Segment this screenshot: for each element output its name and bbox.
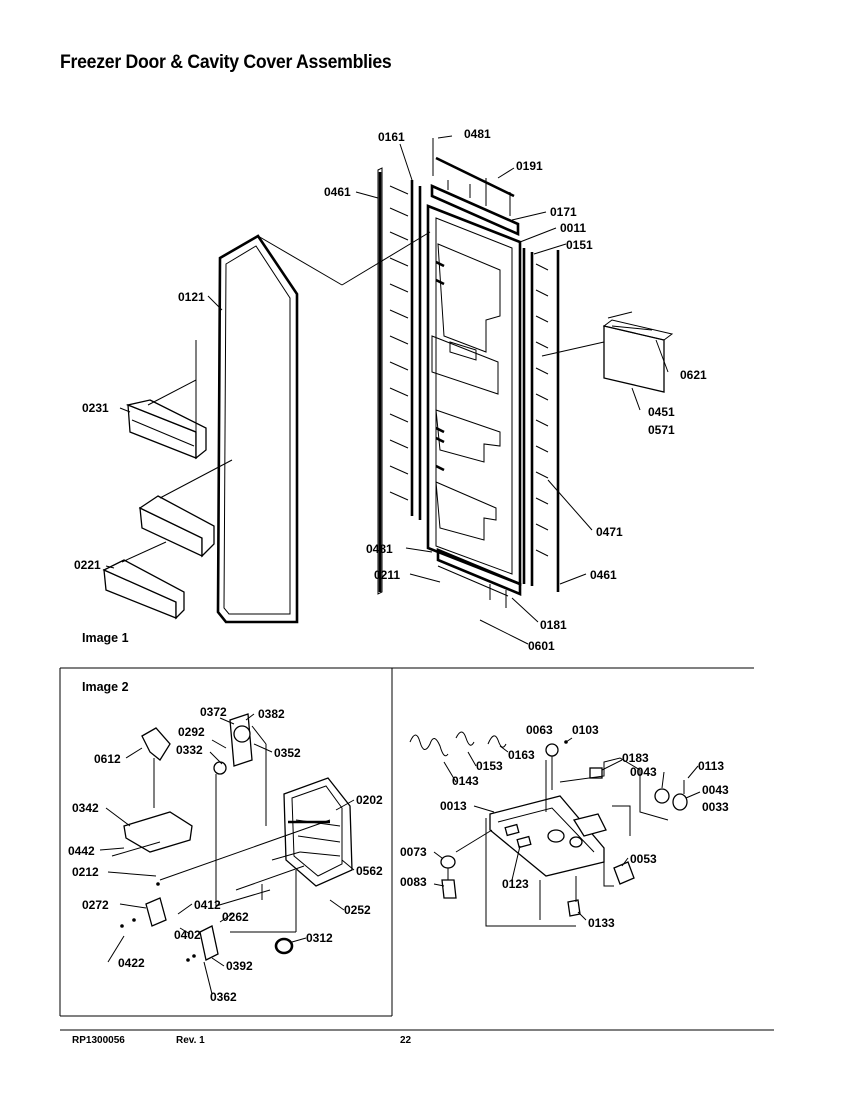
image-2-part-labels: 0372 0382 0292 0612 0332 0352 0342 0202 …: [68, 705, 383, 1004]
footer-doc-number: RP1300056: [72, 1035, 125, 1046]
part-label: 0083: [400, 875, 427, 889]
part-label: 0402: [174, 928, 201, 942]
part-label: 0252: [344, 903, 371, 917]
part-label: 0181: [540, 618, 567, 632]
part-label: 0103: [572, 723, 599, 737]
part-label: 0481: [464, 127, 491, 141]
part-label: 0471: [596, 525, 623, 539]
door-shelf-middle: [138, 459, 233, 558]
part-label: 0202: [356, 793, 383, 807]
part-label: 0612: [94, 752, 121, 766]
part-label: 0183: [622, 751, 649, 765]
part-label: 0191: [516, 159, 543, 173]
part-label: 0272: [82, 898, 109, 912]
door-shelf-0231: [125, 379, 207, 460]
part-label: 0123: [502, 877, 529, 891]
part-label: 0392: [226, 959, 253, 973]
part-label: 0171: [550, 205, 577, 219]
part-label: 0451: [648, 405, 675, 419]
part-label: 0601: [528, 639, 555, 653]
image-2-label: Image 2: [82, 680, 129, 694]
image-3-part-labels: 0063 0103 0163 0153 0143 0183 0043 0113 …: [400, 723, 729, 930]
part-label: 0013: [440, 799, 467, 813]
part-label: 0011: [560, 221, 586, 235]
image-2-right-illustration: [409, 731, 701, 927]
part-label: 0113: [698, 759, 724, 773]
part-label: 0121: [178, 290, 205, 304]
image-1-illustration: [102, 135, 674, 645]
screw-column-right: [535, 263, 549, 557]
part-label: 0562: [356, 864, 383, 878]
control-module: [541, 311, 674, 393]
part-label: 0412: [194, 898, 221, 912]
part-label: 0053: [630, 852, 657, 866]
part-label: 0143: [452, 774, 479, 788]
part-label: 0221: [74, 558, 101, 572]
part-label: 0163: [508, 748, 535, 762]
part-label: 0621: [680, 368, 707, 382]
part-label: 0571: [648, 423, 675, 437]
part-label: 0461: [324, 185, 351, 199]
part-label: 0342: [72, 801, 99, 815]
footer-revision: Rev. 1: [176, 1035, 205, 1046]
image-1-leaders: [105, 135, 669, 645]
part-label: 0312: [306, 931, 333, 945]
part-label: 0422: [118, 956, 145, 970]
part-label: 0153: [476, 759, 503, 773]
image-1-label: Image 1: [82, 631, 129, 645]
part-label: 0161: [378, 130, 405, 144]
part-label: 0231: [82, 401, 109, 415]
part-label: 0292: [178, 725, 205, 739]
image-1-part-labels: 0161 0481 0191 0461 0171 0011 0151 0121 …: [74, 127, 707, 653]
part-label: 0332: [176, 743, 203, 757]
part-label: 0362: [210, 990, 237, 1004]
footer-page-number: 22: [400, 1035, 412, 1046]
part-label: 0043: [630, 765, 657, 779]
door-shelf-0221: [102, 541, 185, 620]
part-label: 0033: [702, 800, 729, 814]
cavity-liner: [426, 204, 522, 586]
part-label: 0352: [274, 746, 301, 760]
part-label: 0481: [366, 542, 393, 556]
part-label: 0212: [72, 865, 99, 879]
dispenser-housing: [489, 795, 607, 877]
page-title: Freezer Door & Cavity Cover Assemblies: [60, 52, 392, 73]
part-label: 0372: [200, 705, 227, 719]
screw-column-left: [389, 185, 409, 501]
image-labels: Image 1 Image 2: [82, 631, 129, 694]
part-label: 0262: [222, 910, 249, 924]
part-label: 0442: [68, 844, 95, 858]
part-label: 0211: [374, 568, 400, 582]
part-label: 0461: [590, 568, 617, 582]
part-label: 0133: [588, 916, 615, 930]
chute-frame: [283, 777, 353, 887]
part-label: 0151: [566, 238, 593, 252]
door-gasket: [216, 231, 431, 624]
part-label: 0063: [526, 723, 553, 737]
part-label: 0073: [400, 845, 427, 859]
image-2-left-illustration: [99, 713, 355, 995]
part-label: 0382: [258, 707, 285, 721]
part-label: 0043: [702, 783, 729, 797]
